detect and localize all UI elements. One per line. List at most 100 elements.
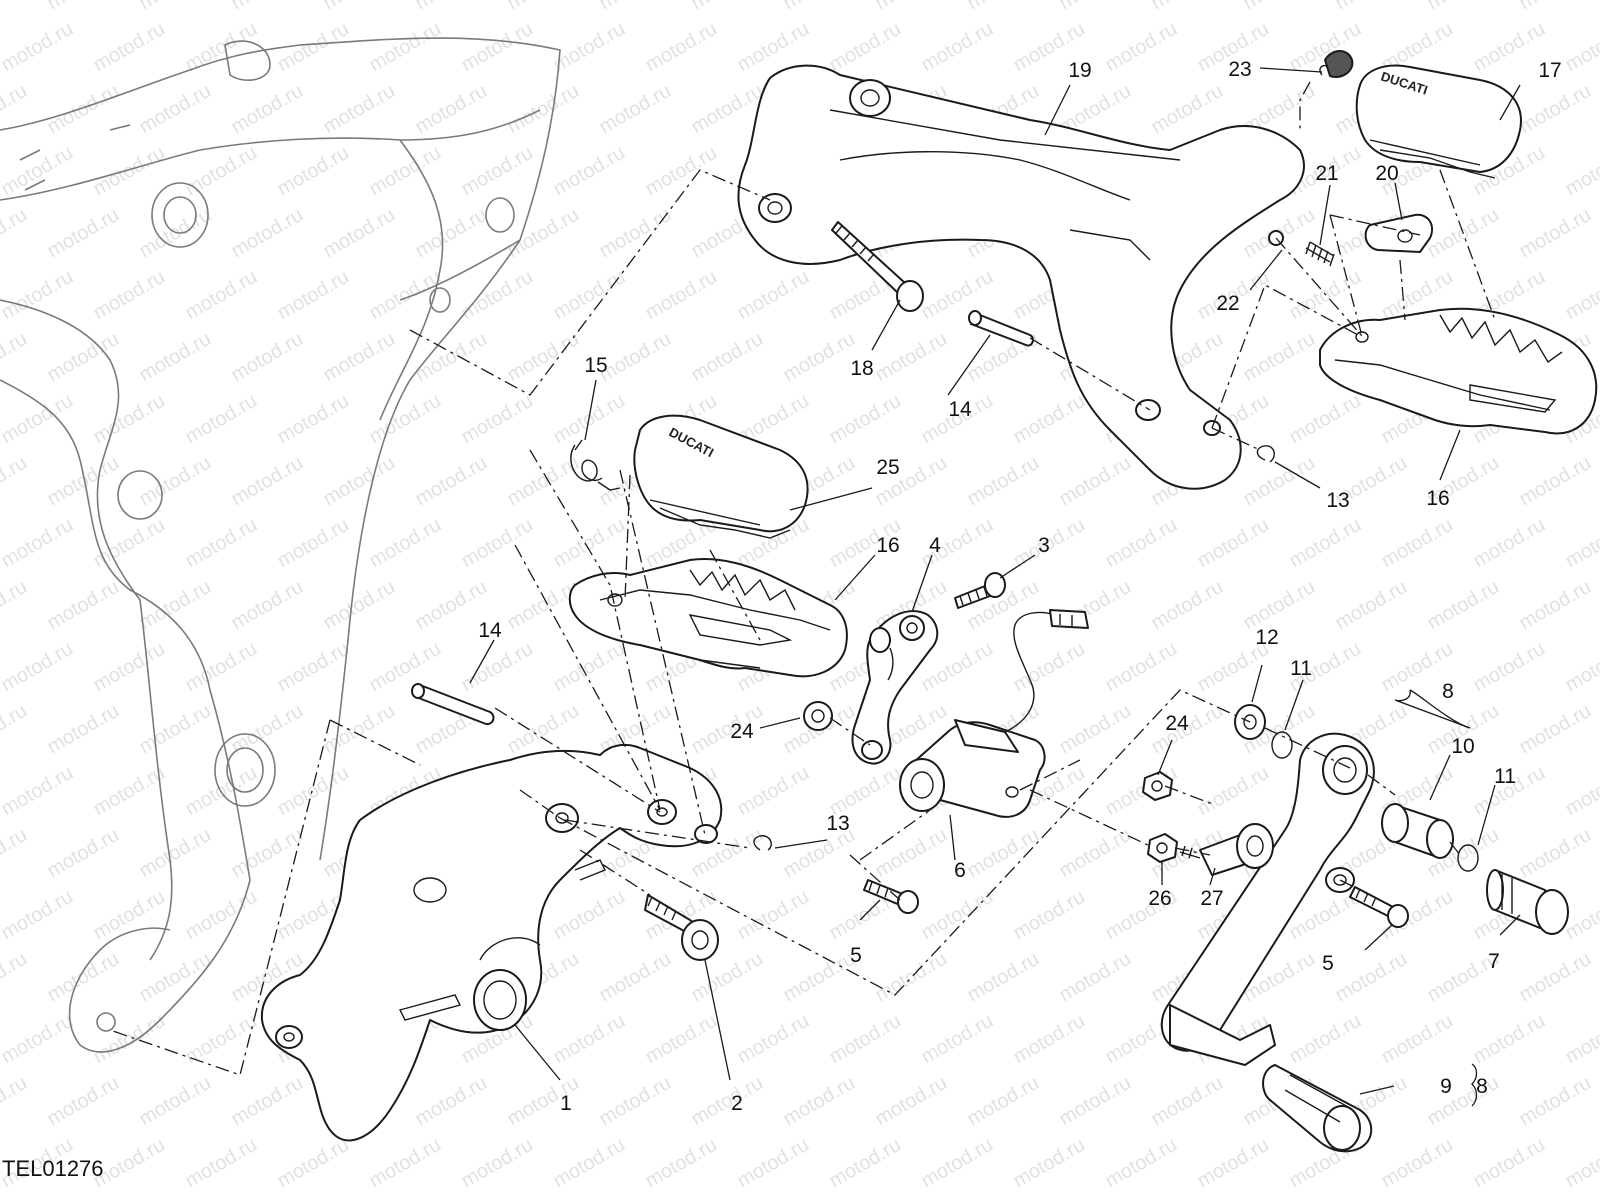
- watermark-text: motod.ru: [44, 700, 123, 759]
- callout-5-left: 5: [850, 944, 862, 967]
- watermark-text: motod.ru: [1378, 1010, 1457, 1069]
- watermark-text: motod.ru: [136, 700, 215, 759]
- watermark-text: motod.ru: [734, 762, 813, 821]
- watermark-text: motod.ru: [1378, 514, 1457, 573]
- watermark-text: motod.ru: [1562, 762, 1600, 821]
- watermark-text: motod.ru: [136, 328, 215, 387]
- watermark-text: motod.ru: [90, 762, 169, 821]
- watermark-text: motod.ru: [872, 824, 951, 883]
- callout-6: 6: [954, 859, 966, 882]
- pin-14-left: [411, 683, 495, 726]
- watermark-text: motod.ru: [1102, 18, 1181, 77]
- watermark-text: motod.ru: [228, 1196, 307, 1200]
- watermark-text: motod.ru: [1424, 0, 1503, 14]
- watermark-text: motod.ru: [320, 80, 399, 139]
- callout-4: 4: [929, 534, 941, 557]
- watermark-text: motod.ru: [366, 18, 445, 77]
- watermark-text: motod.ru: [1056, 0, 1135, 14]
- watermark-text: motod.ru: [274, 638, 353, 697]
- watermark-text: motod.ru: [1194, 514, 1273, 573]
- watermark-text: motod.ru: [504, 0, 583, 14]
- watermark-text: motod.ru: [44, 328, 123, 387]
- watermark-text: motod.ru: [780, 1072, 859, 1131]
- watermark-text: motod.ru: [136, 948, 215, 1007]
- watermark-text: motod.ru: [550, 18, 629, 77]
- watermark-text: motod.ru: [0, 762, 77, 821]
- watermark-text: motod.ru: [1332, 576, 1411, 635]
- watermark-text: motod.ru: [596, 0, 675, 14]
- watermark-text: motod.ru: [1516, 1072, 1595, 1131]
- watermark-text: motod.ru: [918, 886, 997, 945]
- watermark-text: motod.ru: [182, 390, 261, 449]
- watermark-text: motod.ru: [550, 142, 629, 201]
- watermark-text: motod.ru: [90, 266, 169, 325]
- watermark-text: motod.ru: [90, 1010, 169, 1069]
- watermark-text: motod.ru: [90, 886, 169, 945]
- watermark-text: motod.ru: [780, 328, 859, 387]
- callout-10: 10: [1451, 735, 1474, 758]
- watermark-text: motod.ru: [44, 204, 123, 263]
- watermark-text: motod.ru: [964, 948, 1043, 1007]
- callout-11-right: 11: [1494, 765, 1516, 788]
- watermark-text: motod.ru: [734, 266, 813, 325]
- callout-5-right: 5: [1322, 952, 1334, 975]
- left-footpeg-rubber: DUCATI: [633, 414, 809, 539]
- watermark-text: motod.ru: [44, 824, 123, 883]
- watermark-text: motod.ru: [1562, 266, 1600, 325]
- watermark-text: motod.ru: [0, 824, 31, 883]
- watermark-text: motod.ru: [1010, 886, 1089, 945]
- reference-code: TEL01276: [2, 1156, 104, 1181]
- callout-11-left: 11: [1290, 657, 1312, 680]
- watermark-text: motod.ru: [780, 0, 859, 14]
- watermark-text: motod.ru: [596, 1196, 675, 1200]
- watermark-text: motod.ru: [0, 390, 77, 449]
- watermark-text: motod.ru: [918, 18, 997, 77]
- watermark-text: motod.ru: [1148, 1196, 1227, 1200]
- watermark-text: motod.ru: [0, 266, 77, 325]
- watermark-text: motod.ru: [136, 452, 215, 511]
- watermark-text: motod.ru: [136, 1072, 215, 1131]
- right-footpeg-rubber: DUCATI: [1355, 64, 1522, 179]
- bushing-10: [1381, 803, 1454, 859]
- watermark-text: motod.ru: [780, 948, 859, 1007]
- watermark-text: motod.ru: [228, 204, 307, 263]
- watermark-text: motod.ru: [550, 886, 629, 945]
- watermark-text: motod.ru: [228, 328, 307, 387]
- watermark-text: motod.ru: [504, 204, 583, 263]
- callout-16-right: 16: [1426, 487, 1449, 510]
- watermark-text: motod.ru: [412, 1072, 491, 1131]
- watermark-text: motod.ru: [688, 700, 767, 759]
- callout-8-bottom: 8: [1476, 1075, 1488, 1098]
- watermark-text: motod.ru: [504, 1196, 583, 1200]
- watermark-text: motod.ru: [182, 514, 261, 573]
- watermark-text: motod.ru: [1562, 638, 1600, 697]
- nut-24-right: [1142, 771, 1173, 801]
- watermark-text: motod.ru: [0, 1196, 31, 1200]
- watermark-text: motod.ru: [182, 1134, 261, 1193]
- watermark-text: motod.ru: [1010, 638, 1089, 697]
- watermark-text: motod.ru: [366, 390, 445, 449]
- rod-end-27: [1179, 823, 1274, 876]
- watermark-text: motod.ru: [1056, 948, 1135, 1007]
- assembly-lines: [109, 81, 1496, 1076]
- watermark-text: motod.ru: [366, 266, 445, 325]
- screw-2: [644, 894, 719, 961]
- watermark-text: motod.ru: [182, 142, 261, 201]
- callout-22: 22: [1216, 292, 1239, 315]
- watermark-text: motod.ru: [596, 1072, 675, 1131]
- watermark-text: motod.ru: [872, 1072, 951, 1131]
- watermark-text: motod.ru: [1240, 328, 1319, 387]
- left-footpeg-bracket: [260, 743, 723, 1142]
- circlip-11-right: [1457, 844, 1479, 872]
- right-bracket: [737, 64, 1305, 490]
- watermark-text: motod.ru: [918, 1010, 997, 1069]
- frame-outline: [0, 37, 561, 1053]
- watermark-text: motod.ru: [90, 18, 169, 77]
- watermark-text: motod.ru: [0, 1010, 77, 1069]
- circlip-11-left: [1271, 731, 1293, 759]
- watermark-text: motod.ru: [228, 0, 307, 14]
- pivot-bolt-7: [1486, 869, 1569, 935]
- watermark-text: motod.ru: [1332, 948, 1411, 1007]
- circlip-13-right: [1256, 445, 1275, 463]
